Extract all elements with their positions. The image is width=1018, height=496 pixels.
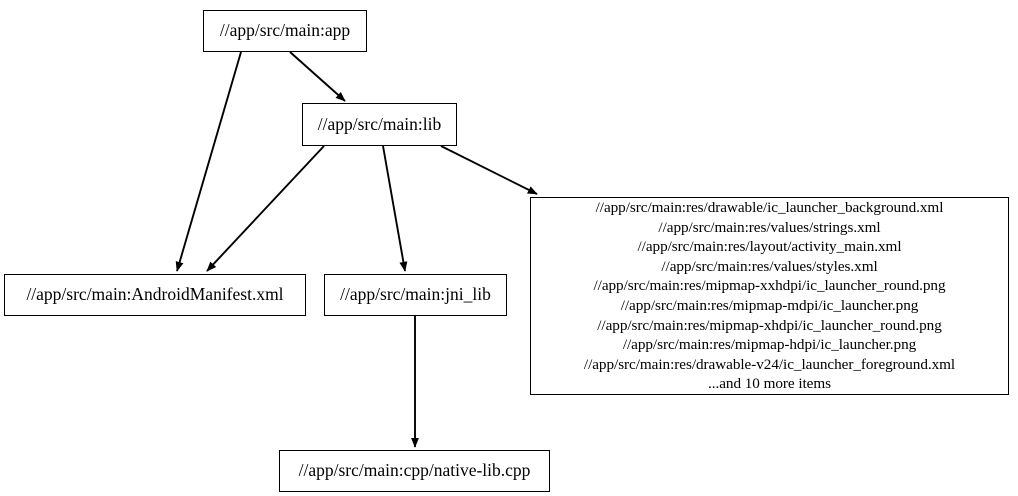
edge-lib-to-jni-lib — [382, 145, 408, 272]
graph-node-native-lib-cpp[interactable]: //app/src/main:cpp/native-lib.cpp — [279, 450, 550, 492]
graph-node-jni-lib[interactable]: //app/src/main:jni_lib — [324, 274, 507, 316]
edge-lib-to-res-group — [440, 145, 538, 195]
graph-node-lib-label: //app/src/main:lib — [317, 113, 442, 134]
edge-app-to-lib — [289, 51, 346, 102]
graph-node-app-label: //app/src/main:app — [219, 20, 351, 41]
edge-lib-to-manifest — [206, 145, 325, 272]
graph-node-lib[interactable]: //app/src/main:lib — [302, 103, 457, 146]
graph-node-app[interactable]: //app/src/main:app — [203, 10, 367, 52]
graph-node-res-group[interactable]: //app/src/main:res/drawable/ic_launcher_… — [530, 197, 1009, 395]
graph-node-res-group-label: //app/src/main:res/drawable/ic_launcher_… — [583, 199, 956, 393]
edge-app-to-manifest — [175, 51, 242, 272]
graph-node-android-manifest-label: //app/src/main:AndroidManifest.xml — [26, 284, 284, 305]
graph-node-android-manifest[interactable]: //app/src/main:AndroidManifest.xml — [4, 274, 306, 316]
graph-node-jni-lib-label: //app/src/main:jni_lib — [340, 284, 491, 305]
graph-node-native-lib-cpp-label: //app/src/main:cpp/native-lib.cpp — [298, 460, 531, 481]
